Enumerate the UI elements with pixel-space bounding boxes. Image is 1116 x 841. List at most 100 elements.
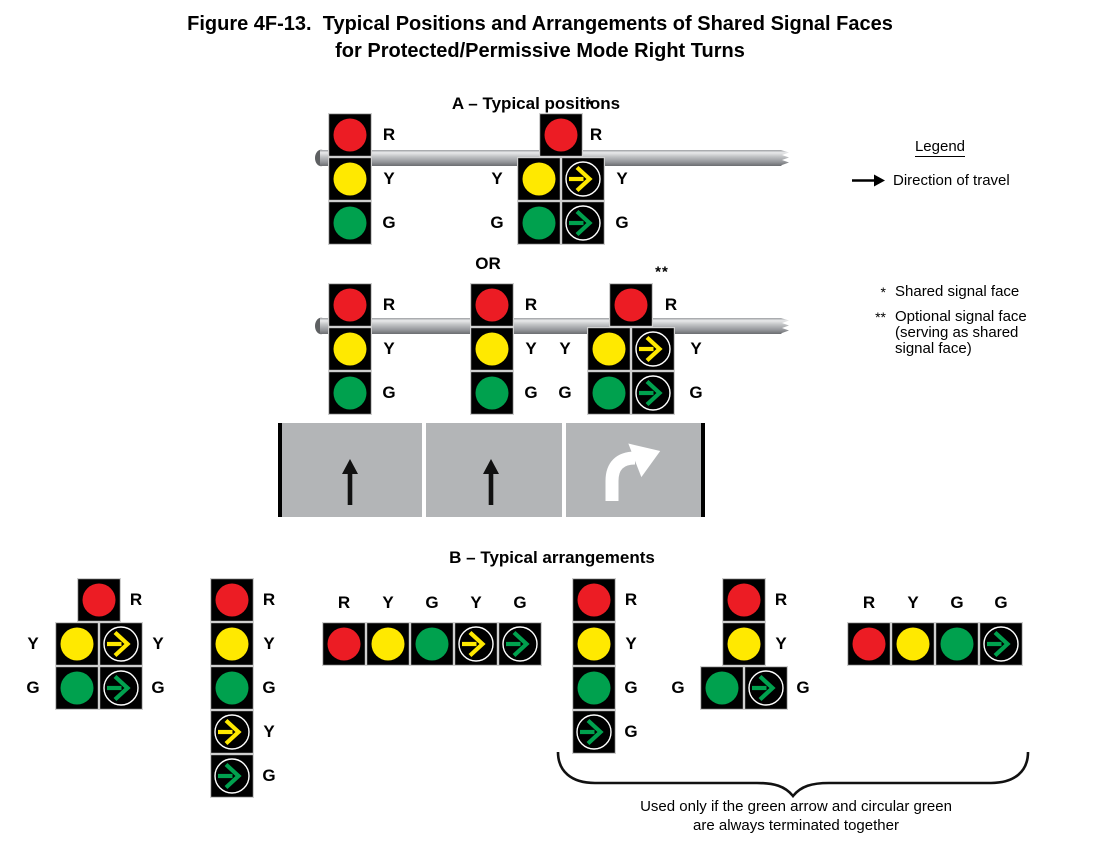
signal-label-R: R	[262, 590, 276, 609]
signal-section-green-ball	[470, 371, 514, 415]
grouping-brace	[556, 751, 1030, 799]
signal-section-yellow-ball	[517, 157, 561, 201]
signal-section-red-ball	[722, 578, 766, 622]
signal-section-green-arrow	[498, 622, 542, 666]
signal-label-Y: Y	[616, 169, 628, 188]
signal-section-yellow-ball	[891, 622, 935, 666]
legend-direction-label: Direction of travel	[893, 172, 1010, 189]
signal-label-Y: Y	[625, 634, 637, 653]
signal-section-green-arrow	[631, 371, 675, 415]
signal-label-Y: Y	[263, 722, 275, 741]
signal-section-green-ball	[700, 666, 744, 710]
signal-label-G: G	[524, 383, 538, 402]
signal-section-red-ball	[77, 578, 121, 622]
signal-label-G: G	[689, 383, 703, 402]
signal-section-green-ball	[55, 666, 99, 710]
signal-section-yellow-ball	[328, 157, 372, 201]
right-arrow-icon	[852, 174, 885, 187]
signal-section-red-ball	[322, 622, 366, 666]
signal-label-R: R	[589, 125, 603, 144]
signal-section-red-ball	[847, 622, 891, 666]
signal-label-Y: Y	[383, 169, 395, 188]
signal-label-G: G	[26, 678, 40, 697]
signal-label-G: G	[615, 213, 629, 232]
signal-note-marker: *	[586, 96, 594, 114]
signal-section-green-arrow	[210, 754, 254, 798]
optional-note-line1: Optional signal face	[895, 308, 1027, 325]
signal-section-green-ball	[935, 622, 979, 666]
lane-right-turn-arrow-icon	[599, 435, 665, 508]
optional-note-line3: signal face)	[895, 340, 972, 357]
roadway	[278, 423, 705, 517]
signal-label-Y: Y	[559, 339, 571, 358]
signal-section-red-ball	[328, 283, 372, 327]
signal-label-G: G	[558, 383, 572, 402]
signal-label-Y: Y	[383, 339, 395, 358]
signal-section-yellow-ball	[722, 622, 766, 666]
signal-label-G: G	[671, 678, 685, 697]
signal-label-Y: Y	[152, 634, 164, 653]
signal-section-green-ball	[410, 622, 454, 666]
signal-label-R: R	[129, 590, 143, 609]
signal-label-R: R	[382, 295, 396, 314]
mast-arm-lower	[315, 317, 789, 335]
signal-label-G: G	[513, 593, 527, 612]
lane-up-arrow-icon	[482, 459, 500, 512]
signal-section-red-ball	[609, 283, 653, 327]
section-b-heading: B – Typical arrangements	[449, 548, 655, 567]
brace-note-line1: Used only if the green arrow and circula…	[640, 798, 952, 815]
signal-label-G: G	[994, 593, 1008, 612]
shared-note-text: Shared signal face	[895, 283, 1020, 300]
signal-section-green-ball	[587, 371, 631, 415]
signal-label-G: G	[624, 678, 638, 697]
signal-label-Y: Y	[907, 593, 919, 612]
signal-label-Y: Y	[470, 593, 482, 612]
signal-section-red-ball	[572, 578, 616, 622]
section-a-heading: A – Typical positions	[451, 94, 621, 113]
legend-heading-text: Legend	[914, 138, 966, 157]
optional-note-marker: **	[875, 309, 886, 325]
signal-section-green-ball	[517, 201, 561, 245]
optional-note-line2: (serving as shared	[895, 324, 1019, 341]
signal-section-green-ball	[328, 371, 372, 415]
signal-section-red-ball	[328, 113, 372, 157]
signal-section-yellow-ball	[55, 622, 99, 666]
lane-up-arrow-icon	[341, 459, 359, 512]
signal-section-yellow-ball	[328, 327, 372, 371]
signal-label-Y: Y	[525, 339, 537, 358]
signal-label-R: R	[524, 295, 538, 314]
signal-section-yellow-arrow	[454, 622, 498, 666]
signal-section-yellow-arrow	[99, 622, 143, 666]
brace-note-line2: are always terminated together	[693, 817, 899, 834]
signal-label-Y: Y	[491, 169, 503, 188]
lane-line	[422, 423, 426, 517]
signal-label-G: G	[262, 766, 276, 785]
signal-label-G: G	[796, 678, 810, 697]
signal-note-marker: **	[655, 263, 669, 281]
or-label: OR	[475, 254, 501, 273]
signal-label-Y: Y	[27, 634, 39, 653]
signal-label-G: G	[382, 383, 396, 402]
signal-label-G: G	[490, 213, 504, 232]
signal-label-G: G	[624, 722, 638, 741]
signal-section-yellow-ball	[470, 327, 514, 371]
signal-section-green-arrow	[561, 201, 605, 245]
signal-section-yellow-ball	[572, 622, 616, 666]
signal-section-yellow-ball	[587, 327, 631, 371]
signal-section-green-arrow	[744, 666, 788, 710]
signal-label-G: G	[425, 593, 439, 612]
signal-section-green-ball	[572, 666, 616, 710]
signal-section-yellow-ball	[210, 622, 254, 666]
signal-label-G: G	[382, 213, 396, 232]
signal-label-G: G	[151, 678, 165, 697]
signal-label-Y: Y	[690, 339, 702, 358]
signal-label-R: R	[382, 125, 396, 144]
signal-label-Y: Y	[382, 593, 394, 612]
signal-section-green-arrow	[572, 710, 616, 754]
figure-title: Figure 4F-13. Typical Positions and Arra…	[0, 11, 1080, 65]
signal-label-R: R	[337, 593, 351, 612]
signal-label-G: G	[262, 678, 276, 697]
figure-title-line1: Figure 4F-13. Typical Positions and Arra…	[187, 13, 893, 35]
signal-section-yellow-arrow	[561, 157, 605, 201]
signal-section-yellow-ball	[366, 622, 410, 666]
